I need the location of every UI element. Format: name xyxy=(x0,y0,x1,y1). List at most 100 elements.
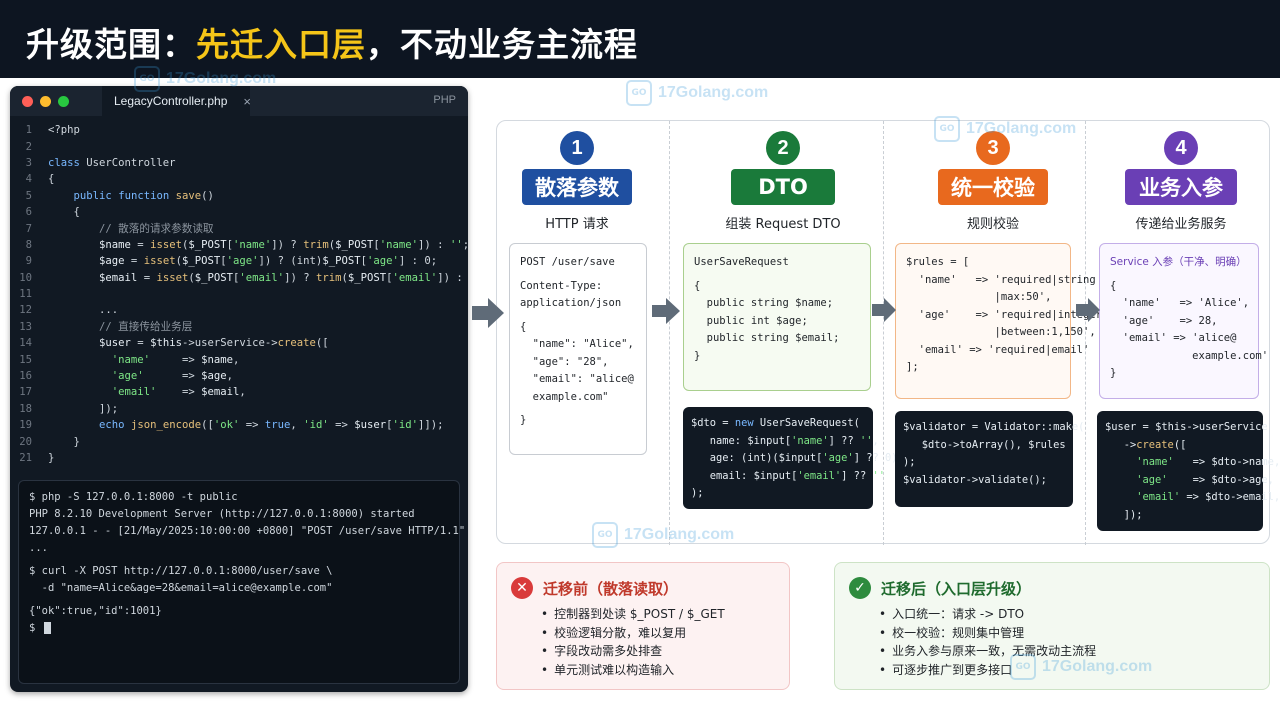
card-code-line: } xyxy=(694,349,701,362)
line-number: 15 xyxy=(19,353,32,366)
tab-close-icon[interactable]: × xyxy=(243,93,252,109)
dark-code-line: 'age' => $dto->age, xyxy=(1136,473,1274,486)
line-number: 10 xyxy=(19,271,32,284)
code-line: 1<?php xyxy=(10,122,468,138)
card-code-line: } xyxy=(1110,367,1117,379)
code-line: 6 { xyxy=(10,204,468,220)
card-code-line: 'age' => 28, xyxy=(1110,314,1218,327)
terminal-line: $ xyxy=(29,620,449,637)
line-number: 5 xyxy=(25,189,32,202)
card-code-line: example.com" xyxy=(520,390,609,403)
terminal-line: $ curl -X POST http://127.0.0.1:8000/use… xyxy=(29,565,333,577)
code-text: class UserController xyxy=(48,156,176,169)
after-list-item: 校一校验：规则集中管理 xyxy=(879,624,1096,643)
code-text: 'name' => $name, xyxy=(111,353,240,366)
line-number: 18 xyxy=(19,402,32,415)
code-line: 9 $age = isset($_POST['age']) ? (int)$_P… xyxy=(10,253,468,269)
dark-code-line: ->create([ xyxy=(1105,438,1187,451)
dark-code-line: $dto->toArray(), $rules xyxy=(921,438,1066,451)
code-line: 15 'name' => $name, xyxy=(10,351,468,367)
step-subtitle: 传递给业务服务 xyxy=(1135,217,1227,232)
line-number: 19 xyxy=(19,419,32,432)
editor-tab[interactable]: LegacyController.php × xyxy=(102,86,252,116)
card-code-line: $rules = [ xyxy=(906,256,970,268)
card-code-line: } xyxy=(520,414,527,426)
code-text: { xyxy=(48,206,80,219)
card-code-line: "email": "alice@ xyxy=(520,373,634,385)
code-text: ... xyxy=(48,304,119,317)
card-code-line: 'email' => 'required|email' xyxy=(906,343,1090,356)
code-text: $name = isset($_POST['name']) ? trim($_P… xyxy=(99,238,468,251)
card-code-line: ]; xyxy=(906,361,919,373)
card-title: Service 入参（干净、明确） xyxy=(1110,256,1247,268)
arrow-right-icon xyxy=(1076,298,1100,322)
error-x-icon: ✕ xyxy=(511,577,533,599)
after-list-item: 业务入参与原来一致，无需改动主流程 xyxy=(879,642,1096,661)
page-title: 升级范围：先迁入口层，不动业务主流程 xyxy=(26,18,638,66)
code-line: 18 ]); xyxy=(10,401,468,417)
title-highlight: 先迁入口层 xyxy=(196,25,366,64)
before-migration-box: ✕ 迁移前（散落读取） 控制器到处读 $_POST / $_GET校验逻辑分散，… xyxy=(496,562,790,690)
step-code-card: $rules = [ 'name' => 'required|string |m… xyxy=(895,243,1102,399)
code-text: } xyxy=(48,435,80,448)
step-label: 业务入参 xyxy=(1125,169,1237,205)
header-bar: 升级范围：先迁入口层，不动业务主流程 xyxy=(0,0,1280,78)
card-code-line: application/json xyxy=(520,297,622,309)
card-code-line: |between:1,150', xyxy=(906,326,1096,338)
title-suffix: ，不动业务主流程 xyxy=(366,25,638,64)
before-list: 控制器到处读 $_POST / $_GET校验逻辑分散，难以复用字段改动需多处排… xyxy=(541,605,725,679)
line-number: 20 xyxy=(19,435,32,448)
step-dark-code-card: $dto = new UserSaveRequest( name: $input… xyxy=(683,407,904,509)
code-line: 20 } xyxy=(10,433,468,449)
card-code-line: public string $email; xyxy=(694,332,840,344)
code-line: 16 'age' => $age, xyxy=(10,368,468,384)
card-code-line: example.com' xyxy=(1110,349,1269,362)
step-number-badge: 4 xyxy=(1164,131,1198,165)
window-maximize-dot[interactable] xyxy=(58,96,69,107)
code-text: // 散落的请求参数读取 xyxy=(48,223,214,236)
card-code-line: POST /user/save xyxy=(520,256,615,268)
dark-code-line: $validator = Validator::make( xyxy=(903,421,1085,433)
step-dark-code-card: $validator = Validator::make( $dto->toAr… xyxy=(895,411,1085,507)
card-code-line: public string $name; xyxy=(694,297,834,309)
dark-code-line: $dto = new UserSaveRequest( xyxy=(691,417,860,429)
card-code-line: Content-Type: xyxy=(520,279,603,292)
terminal-line: ... xyxy=(29,542,48,554)
code-line: 8 $name = isset($_POST['name']) ? trim($… xyxy=(10,237,468,253)
check-icon: ✓ xyxy=(849,577,871,599)
code-line: 13 // 直接传给业务层 xyxy=(10,319,468,335)
before-list-item: 控制器到处读 $_POST / $_GET xyxy=(541,605,725,624)
terminal-line: $ php -S 127.0.0.1:8000 -t public xyxy=(29,491,238,503)
dark-code-line: email: $input['email'] ?? '' xyxy=(691,469,885,482)
dark-code-line: 'email' => $dto->email, xyxy=(1136,491,1280,503)
line-number: 16 xyxy=(19,370,32,383)
arrow-right-icon xyxy=(472,298,504,328)
step-divider xyxy=(669,121,670,545)
code-text: { xyxy=(48,173,55,186)
code-text: ]); xyxy=(48,402,119,415)
card-code-line: 'age' => 'required|integer xyxy=(906,308,1102,321)
code-line: 10 $email = isset($_POST['email']) ? tri… xyxy=(10,270,468,286)
window-close-dot[interactable] xyxy=(22,96,33,107)
code-text: public function save() xyxy=(73,189,214,202)
step-number-badge: 3 xyxy=(976,131,1010,165)
arrow-right-icon xyxy=(652,298,680,324)
line-number: 7 xyxy=(25,222,32,235)
after-title: 迁移后（入口层升级） xyxy=(881,580,1032,598)
window-minimize-dot[interactable] xyxy=(40,96,51,107)
after-list-item: 入口统一：请求 -> DTO xyxy=(879,605,1096,624)
watermark-text: 17Golang.com xyxy=(658,84,769,101)
dark-code-line: $user = $this->userService xyxy=(1105,421,1268,433)
terminal-line: PHP 8.2.10 Development Server (http://12… xyxy=(29,508,415,520)
card-code-line: { xyxy=(694,279,701,292)
line-number: 2 xyxy=(25,140,32,153)
dark-code-line: ]); xyxy=(1105,508,1143,521)
watermark-logo-icon: GO xyxy=(626,80,652,106)
line-number: 13 xyxy=(19,320,32,333)
step-code-card: Service 入参（干净、明确）{ 'name' => 'Alice', 'a… xyxy=(1099,243,1269,399)
code-line: 14 $user = $this->userService->create([ xyxy=(10,335,468,351)
terminal-cursor xyxy=(43,622,51,634)
code-text: } xyxy=(48,452,55,464)
